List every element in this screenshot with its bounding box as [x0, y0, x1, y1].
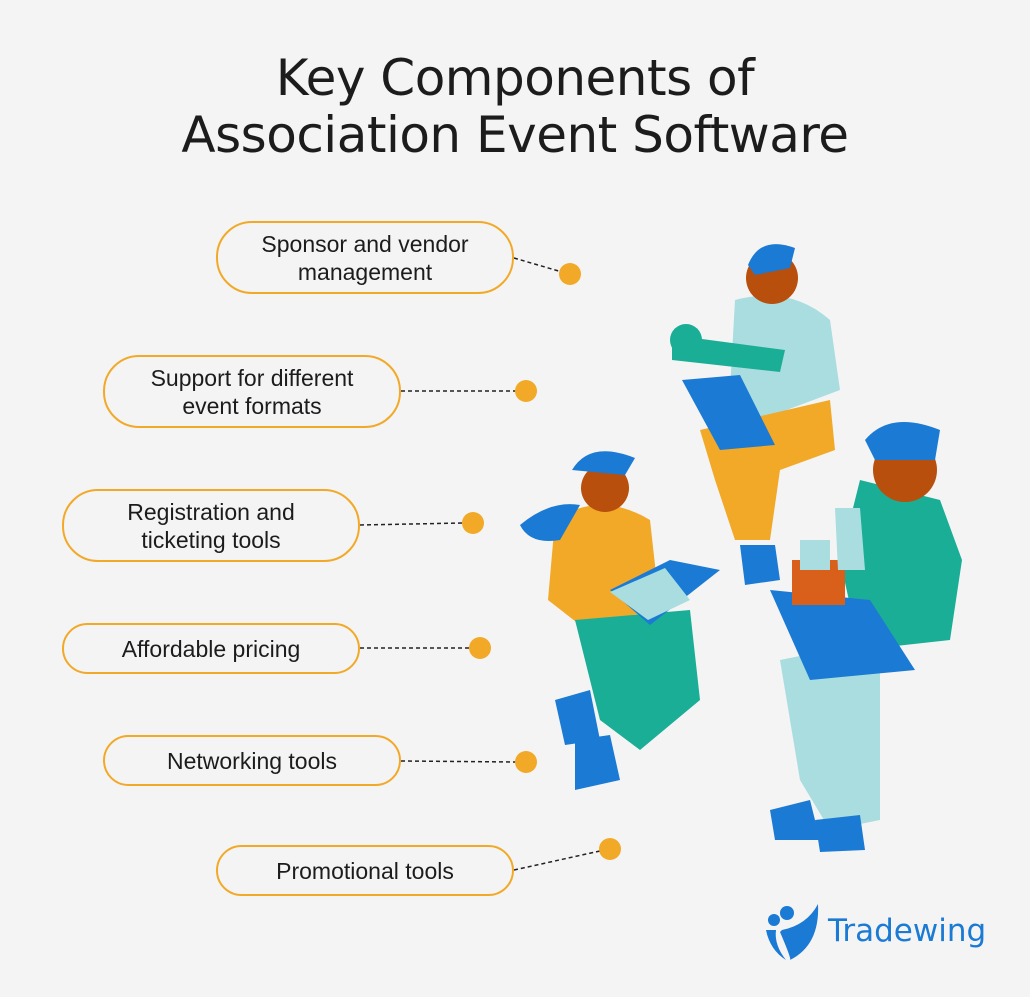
connector-dot	[515, 380, 537, 402]
component-promotional-tools: Promotional tools	[216, 845, 514, 896]
connector-line	[359, 522, 464, 526]
connector-line	[513, 257, 563, 273]
connector-line	[400, 760, 517, 763]
tradewing-logo: Tradewing	[762, 900, 986, 962]
brand-name: Tradewing	[828, 913, 987, 949]
connector-line	[513, 850, 601, 871]
connector-dot	[462, 512, 484, 534]
component-affordable-pricing: Affordable pricing	[62, 623, 360, 674]
page-title: Key Components of Association Event Soft…	[181, 49, 849, 164]
connector-dot	[469, 637, 491, 659]
tradewing-wing-icon	[766, 904, 819, 960]
component-networking-tools: Networking tools	[103, 735, 401, 786]
people-illustration	[520, 244, 962, 852]
connector-dot	[559, 263, 581, 285]
connector-dot	[599, 838, 621, 860]
connector-dot	[515, 751, 537, 773]
